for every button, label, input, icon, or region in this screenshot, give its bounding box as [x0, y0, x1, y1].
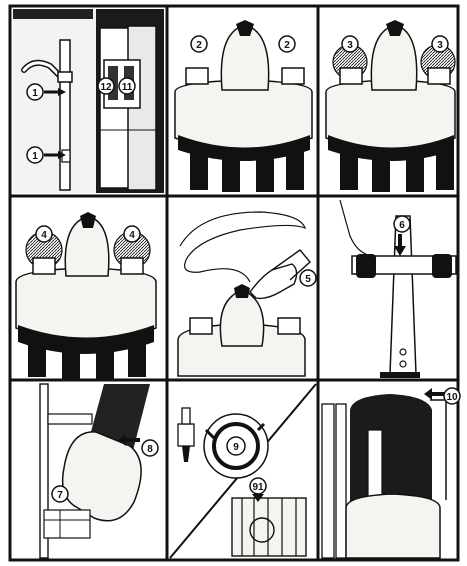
svg-text:3: 3 — [437, 40, 443, 51]
svg-text:4: 4 — [41, 230, 47, 241]
callout-2-left: 2 — [191, 36, 207, 52]
callout-4-right: 4 — [124, 226, 140, 242]
callout-3-left: 3 — [342, 36, 358, 52]
callout-6: 6 — [394, 216, 410, 232]
callout-10: 10 — [444, 388, 460, 404]
svg-text:10: 10 — [446, 392, 458, 403]
svg-text:9: 9 — [233, 442, 239, 453]
callout-5: 5 — [300, 270, 316, 286]
panel-6-callouts: 6 — [394, 216, 410, 232]
svg-text:1: 1 — [32, 151, 38, 162]
svg-text:2: 2 — [196, 40, 202, 51]
svg-text:4: 4 — [129, 230, 135, 241]
panel-5-callouts: 5 — [300, 270, 316, 286]
svg-text:3: 3 — [347, 40, 353, 51]
callout-1-top: 1 — [27, 84, 43, 100]
svg-text:2: 2 — [284, 40, 290, 51]
callout-9: 9 — [227, 437, 245, 455]
callout-12: 12 — [98, 78, 114, 94]
svg-text:12: 12 — [100, 82, 112, 93]
callout-7: 7 — [52, 486, 68, 502]
svg-text:5: 5 — [305, 274, 311, 285]
svg-text:11: 11 — [122, 82, 133, 93]
callout-91: 91 — [250, 478, 266, 494]
panel-9-mounted-tank — [322, 388, 446, 558]
callout-8: 8 — [142, 440, 158, 456]
svg-text:8: 8 — [147, 444, 153, 455]
callout-11: 11 — [119, 78, 135, 94]
svg-text:1: 1 — [32, 88, 38, 99]
callout-3-right: 3 — [432, 36, 448, 52]
svg-text:6: 6 — [399, 220, 405, 231]
callout-4-left: 4 — [36, 226, 52, 242]
svg-text:91: 91 — [252, 482, 264, 493]
panel-9-callouts: 10 — [444, 388, 460, 404]
svg-text:7: 7 — [57, 490, 63, 501]
callout-1-bottom: 1 — [27, 147, 43, 163]
callout-2-right: 2 — [279, 36, 295, 52]
panel-1-wall-mount — [13, 9, 164, 193]
